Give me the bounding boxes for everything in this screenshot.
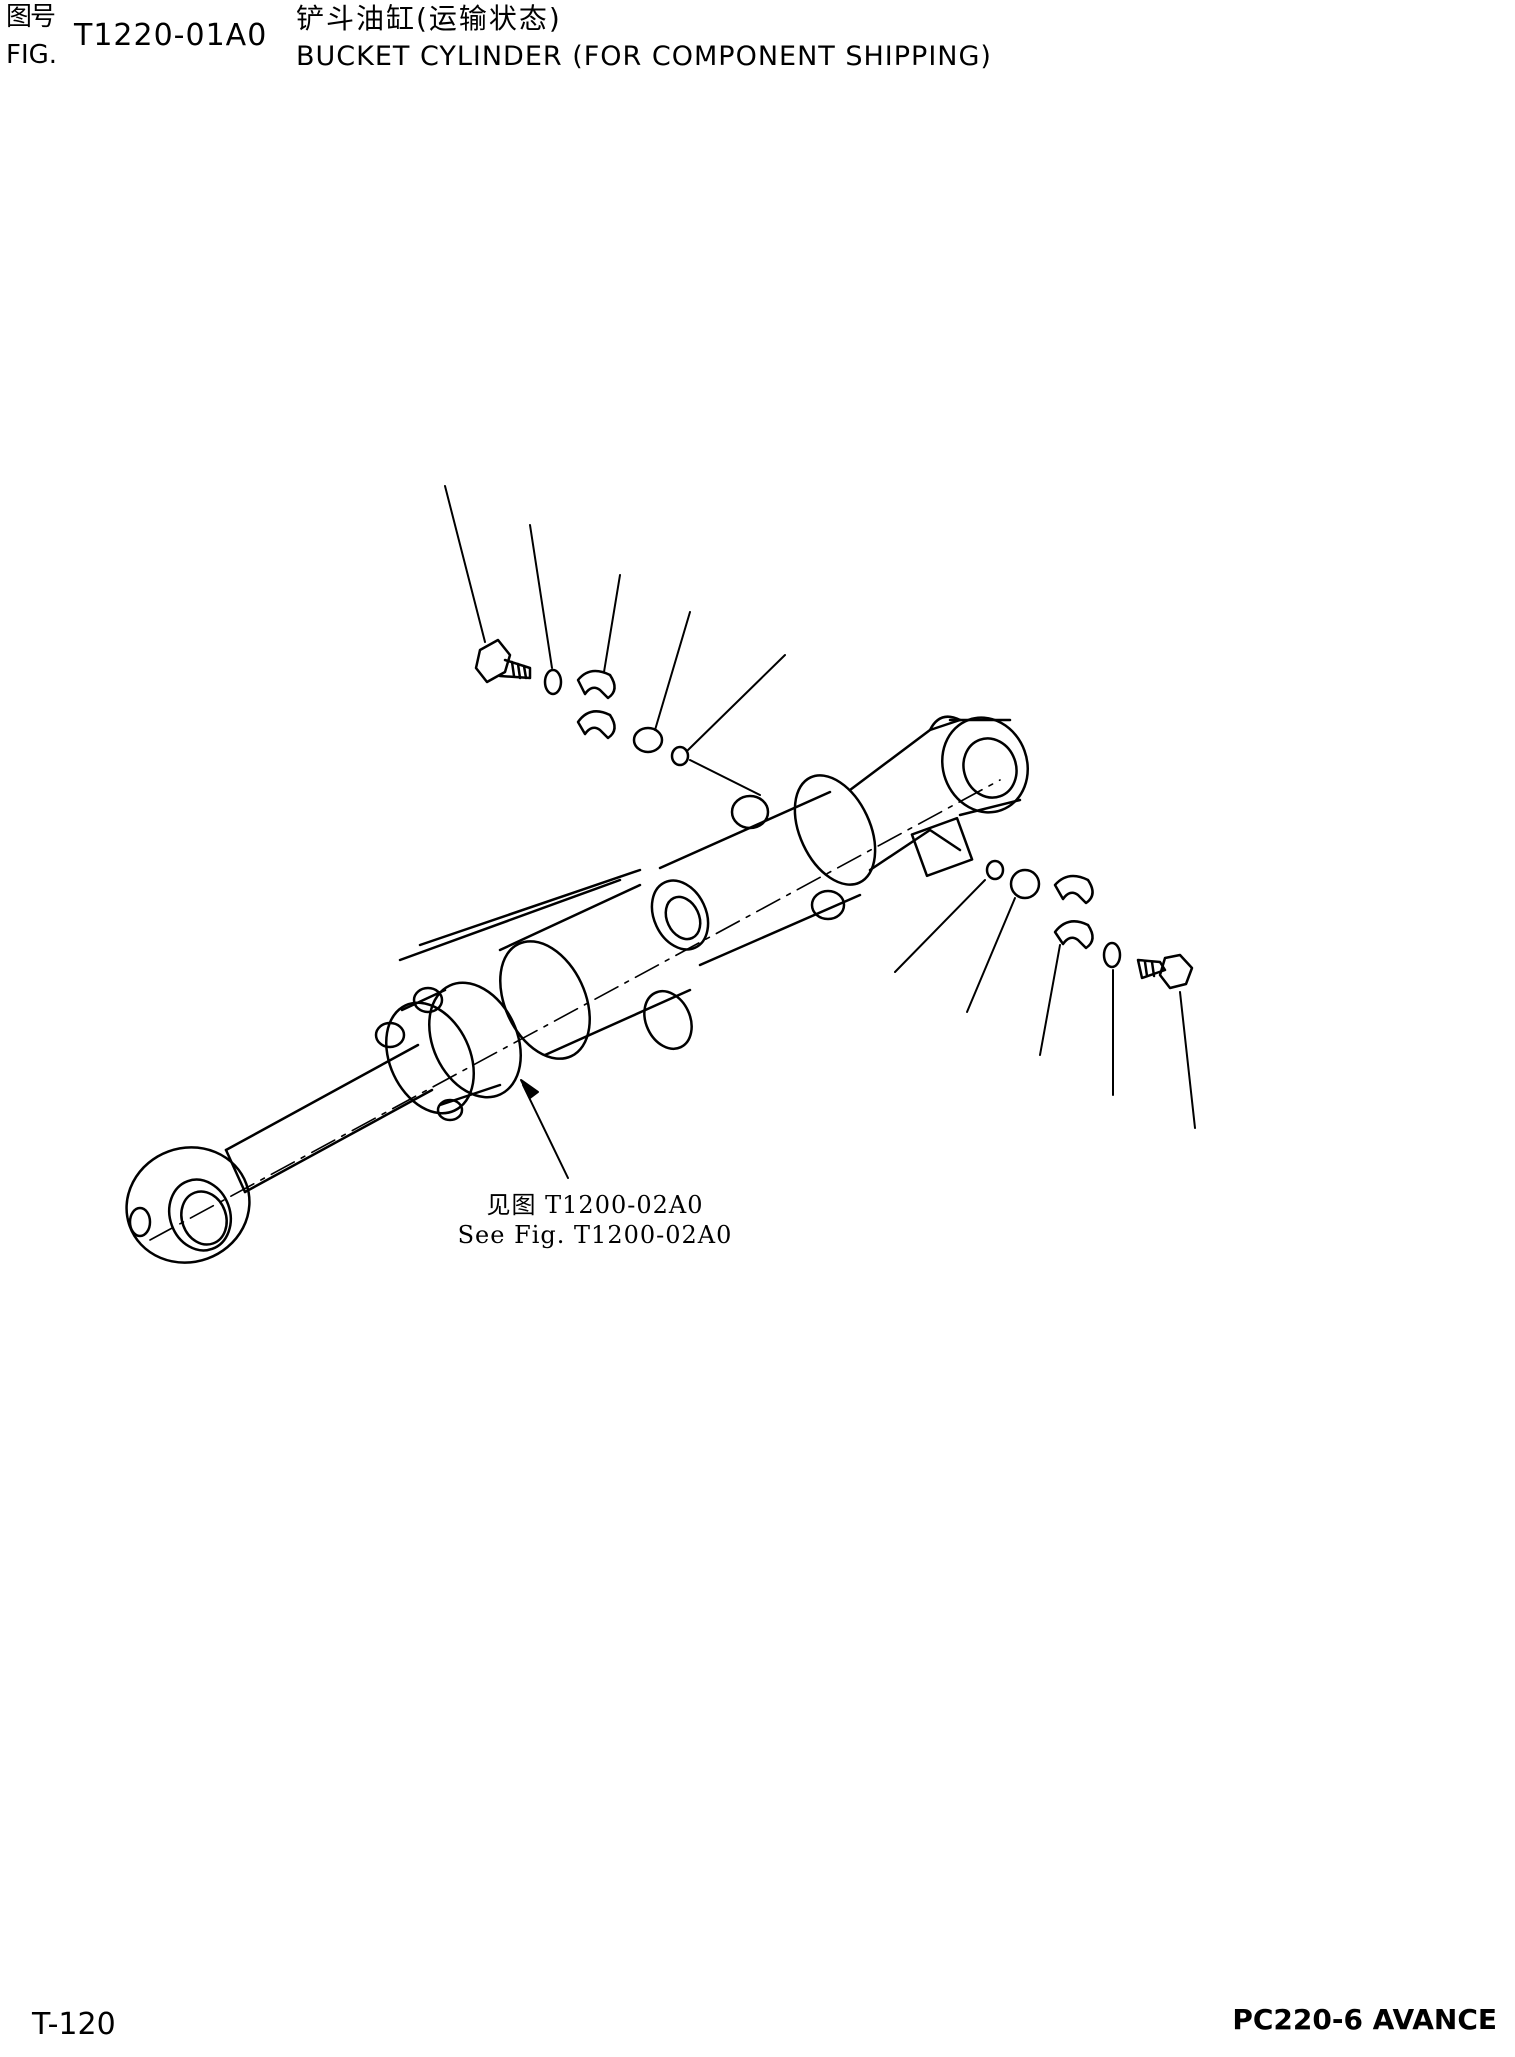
title-en: BUCKET CYLINDER (FOR COMPONENT SHIPPING) [296,41,992,72]
rod-end-eye [125,1146,251,1264]
fig-number: T1220-01A0 [74,18,268,53]
fastener-stack-bottom [985,859,1194,990]
washer-icon [1102,941,1122,969]
fastener-stack-top [474,638,690,767]
cylinder-head [374,981,522,1122]
cylinder-tube-front [398,868,692,1060]
fig-label-en: FIG. [6,40,58,70]
o-ring-icon [670,745,690,767]
cylinder-bottom-end [848,715,1029,878]
machine-model: PC220-6 AVANCE [1232,2003,1497,2036]
cylinder-assembly [125,715,1029,1264]
cylinder-tube-rear [643,774,877,1050]
fig-label-cn: 图号 [6,2,56,32]
piston-rod [224,1043,434,1194]
reference-note-cn: 见图 T1200-02A0 [486,1191,704,1219]
collar-icon [632,726,664,754]
centerline [149,779,1001,1241]
reference-note-en: See Fig. T1200-02A0 [457,1221,733,1249]
collar-icon [1009,868,1041,900]
bolt-icon [474,638,532,684]
o-ring-icon [985,859,1005,881]
title-cn: 铲斗油缸(运输状态) [296,2,562,35]
split-flange-icon [576,669,616,740]
reference-note: 见图 T1200-02A0 See Fig. T1200-02A0 [415,1190,775,1250]
page-number: T-120 [32,2007,116,2042]
figure-header: 图号 FIG. T1220-01A0 铲斗油缸(运输状态) BUCKET CYL… [6,4,1106,74]
washer-icon [543,668,563,696]
split-flange-icon [1053,874,1094,950]
leader-lines [444,485,1196,1179]
bolt-icon [1136,953,1194,990]
